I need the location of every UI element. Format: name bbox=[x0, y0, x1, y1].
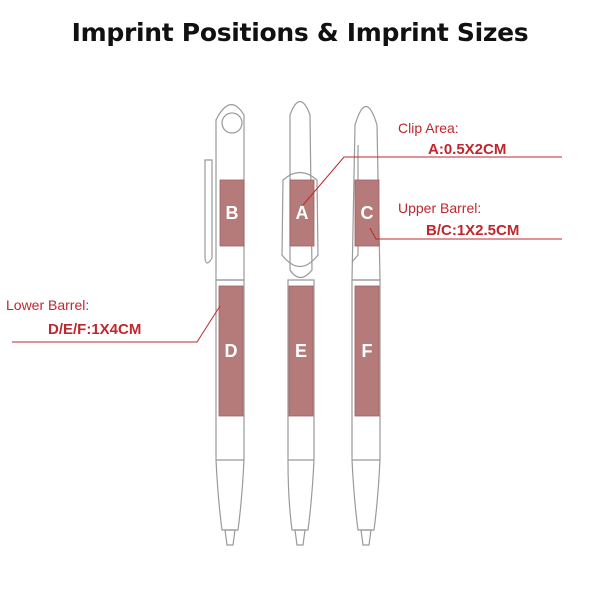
page-title: Imprint Positions & Imprint Sizes bbox=[71, 18, 529, 47]
upper-leader-line bbox=[369, 227, 562, 240]
imprint-zone-f bbox=[354, 285, 380, 417]
lower-barrel-label: Lower Barrel: bbox=[6, 297, 89, 313]
upper-barrel-label: Upper Barrel: bbox=[398, 200, 481, 216]
clip-area-value: A:0.5X2CM bbox=[428, 141, 506, 158]
lower-barrel-value: D/E/F:1X4CM bbox=[48, 321, 141, 338]
clip-leader-line bbox=[302, 156, 562, 206]
imprint-zone-b bbox=[219, 179, 245, 247]
clip-area-label: Clip Area: bbox=[398, 120, 459, 136]
imprint-zone-e-letter: E bbox=[295, 341, 307, 361]
imprint-zone-b-letter: B bbox=[226, 203, 239, 223]
imprint-zone-c-letter: C bbox=[361, 203, 374, 223]
imprint-zone-e bbox=[288, 285, 314, 417]
imprint-zone-f-letter: F bbox=[362, 341, 373, 361]
imprint-zones: B A C D E F bbox=[218, 179, 380, 417]
imprint-zone-d bbox=[218, 285, 244, 417]
pen-left bbox=[204, 104, 245, 546]
pen-middle bbox=[281, 100, 319, 546]
imprint-zone-a bbox=[289, 179, 315, 247]
imprint-zone-c bbox=[354, 179, 380, 247]
imprint-zone-a-letter: A bbox=[296, 203, 309, 223]
imprint-zone-d-letter: D bbox=[225, 341, 238, 361]
upper-barrel-value: B/C:1X2.5CM bbox=[426, 222, 519, 239]
lower-leader-line bbox=[12, 305, 221, 343]
